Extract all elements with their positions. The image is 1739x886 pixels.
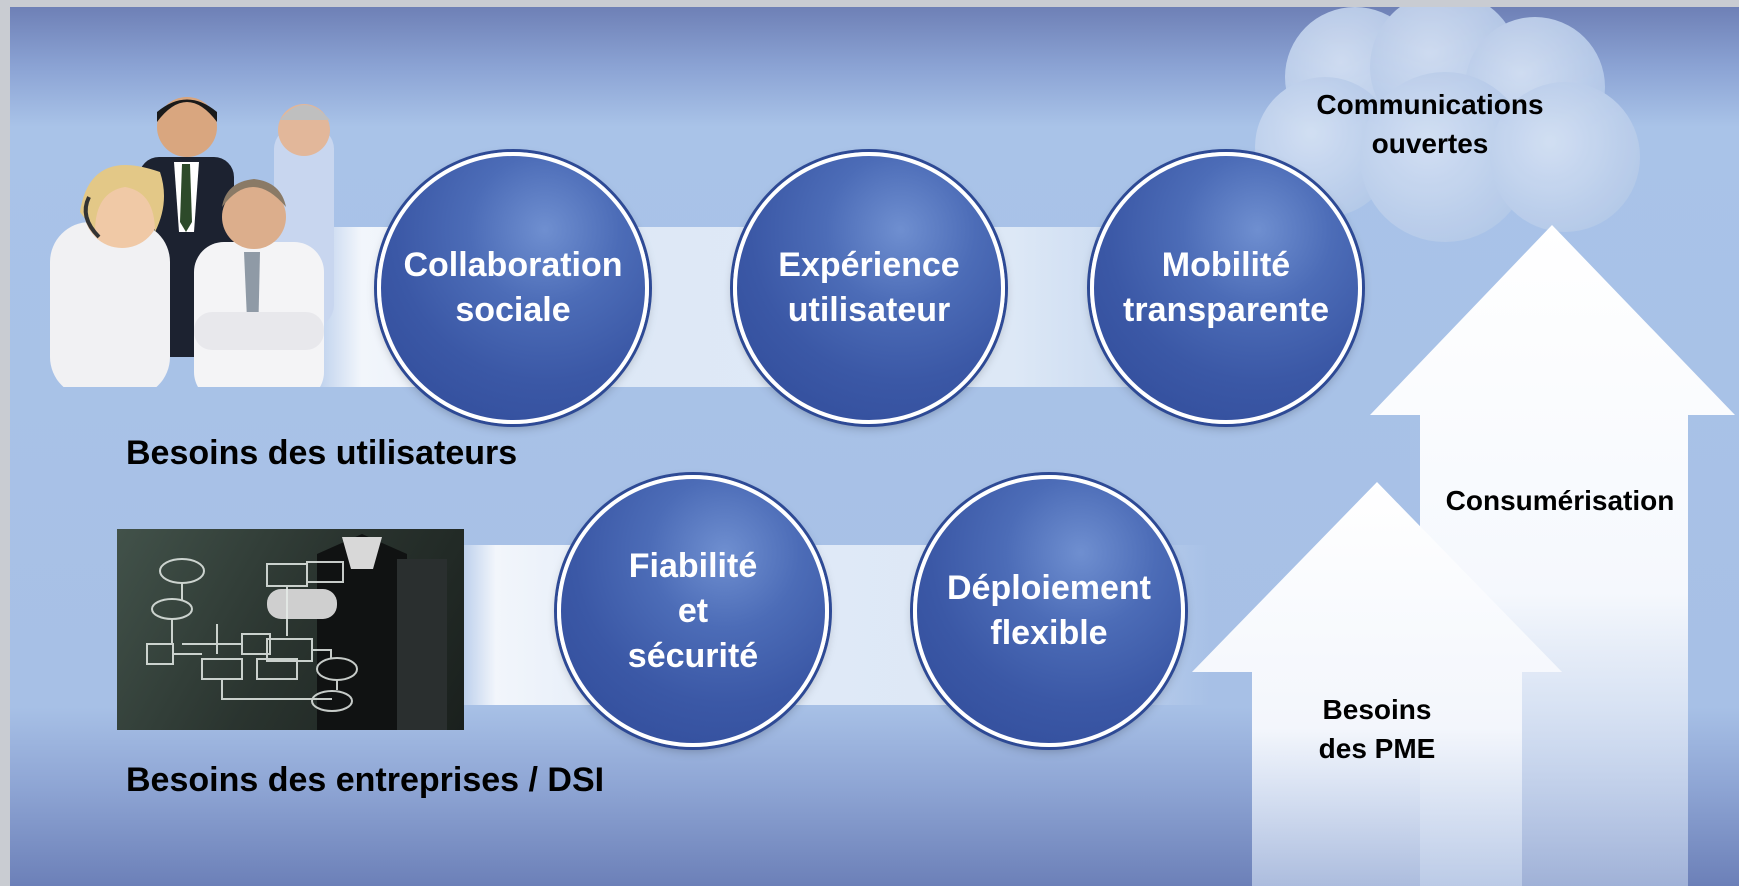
sme-needs-label: Besoins des PME bbox=[1318, 694, 1436, 764]
circle-collaboration: Collaboration sociale bbox=[377, 152, 649, 424]
deployment-label: Déploiement flexible bbox=[946, 569, 1152, 652]
consumerization-label: Consumérisation bbox=[1445, 485, 1675, 516]
circle-deployment: Déploiement flexible bbox=[913, 475, 1185, 747]
reliability-label: Fiabilité et sécurité bbox=[627, 546, 759, 675]
business-needs-label: Besoins des entreprises / DSI bbox=[126, 761, 605, 799]
slide: Collaboration sociale Expérience utilisa… bbox=[10, 7, 1739, 886]
circle-mobility: Mobilité transparente bbox=[1090, 152, 1362, 424]
flowchart-photo bbox=[117, 529, 464, 730]
circle-experience: Expérience utilisateur bbox=[733, 152, 1005, 424]
team-photo bbox=[44, 92, 364, 387]
open-communications-label: Communications ouvertes bbox=[1316, 89, 1544, 159]
experience-label: Expérience utilisateur bbox=[778, 246, 960, 329]
mobility-label: Mobilité transparente bbox=[1123, 246, 1329, 329]
circle-reliability: Fiabilité et sécurité bbox=[557, 475, 829, 747]
sme-needs-arrow bbox=[1192, 482, 1562, 886]
collaboration-label: Collaboration sociale bbox=[403, 246, 623, 329]
user-needs-label: Besoins des utilisateurs bbox=[126, 434, 518, 472]
